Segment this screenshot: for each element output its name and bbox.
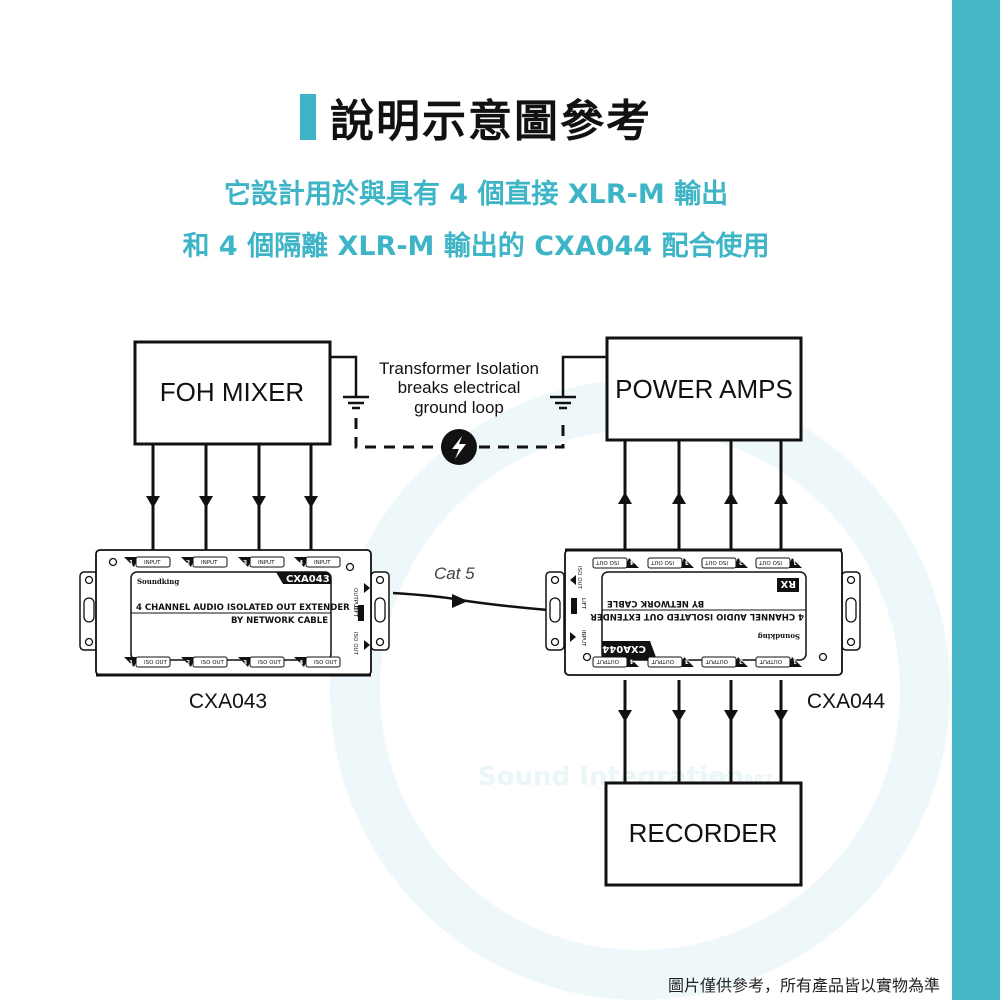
cxa043-input-port: 1 INPUT (124, 556, 171, 568)
port-label: INPUT (144, 560, 161, 566)
port-label: ISO OUT (258, 660, 282, 666)
port-label: INPUT (201, 560, 218, 566)
cxa043-iso-out-port: 2 ISO OUT (181, 656, 228, 668)
port-label: INPUT (314, 560, 331, 566)
port-label: OUTPUT (596, 658, 619, 664)
port-number: 3 (243, 560, 247, 567)
cxa044-output-port: 1 OUTPUT (755, 656, 802, 668)
cxa044-output-port: 2 OUTPUT (701, 656, 748, 668)
cxa043-side-lift: LIFT (352, 606, 358, 618)
recorder-input-lines (618, 680, 788, 783)
cxa044-side-lift: LIFT (580, 598, 586, 610)
port-number: 1 (129, 560, 133, 567)
ground-symbol-icon (550, 395, 576, 410)
foh-mixer-box: FOH MIXER (133, 340, 332, 446)
cxa043-desc-line-2: BY NETWORK CABLE (231, 616, 328, 626)
port-number: 2 (739, 559, 743, 566)
power-amps-box: POWER AMPS (605, 336, 803, 442)
cxa043-label: CXA043 (189, 690, 267, 713)
port-number: 3 (685, 658, 689, 665)
cxa043-desc-line-1: 4 CHANNEL AUDIO ISOLATED OUT EXTENDER (136, 603, 350, 613)
port-label: OUTPUT (651, 658, 674, 664)
port-label: ISO OUT (650, 559, 674, 565)
port-number: 1 (793, 559, 797, 566)
cxa043-side-output: OUTPUT (352, 588, 358, 611)
port-number: 4 (630, 559, 634, 566)
port-label: OUTPUT (759, 658, 782, 664)
cxa044-side-panel: ISO OUT LIFT INPUT (570, 566, 586, 647)
foh-output-lines (146, 444, 318, 550)
port-number: 3 (685, 559, 689, 566)
port-number: 1 (129, 660, 133, 667)
cat5-label: Cat 5 (434, 564, 475, 583)
disclaimer-note: 圖片僅供參考，所有產品皆以實物為準 (667, 976, 940, 995)
cxa043-input-port: 2 INPUT (181, 556, 228, 568)
power-amps-label: POWER AMPS (615, 374, 793, 404)
port-label: ISO OUT (201, 660, 225, 666)
cxa044-label: CXA044 (807, 690, 886, 713)
cxa043-model-badge: CXA043 (286, 574, 330, 585)
cxa043-side-panel: OUTPUT LIFT ISO OUT (352, 583, 370, 656)
port-number: 4 (299, 560, 303, 567)
cxa044-output-port: 3 OUTPUT (647, 656, 694, 668)
subtitle-line-1: 它設計用於與具有 4 個直接 XLR-M 輸出 (223, 179, 729, 210)
isolation-note-line-2: breaks electrical (398, 378, 521, 397)
ground-symbol-icon (343, 395, 369, 410)
cxa043-brand: Soundking (137, 577, 179, 586)
port-label: ISO OUT (144, 660, 168, 666)
cxa044-output-port: 4 OUTPUT (592, 656, 639, 668)
port-number: 1 (793, 658, 797, 665)
port-number: 2 (739, 658, 743, 665)
cxa044-iso-out-ports: 4 ISO OUT 3 ISO OUT 2 ISO OUT 1 ISO OUT (592, 557, 802, 569)
port-label: INPUT (258, 560, 275, 566)
port-number: 3 (243, 660, 247, 667)
ground-connections (330, 355, 607, 397)
cxa043-iso-out-port: 3 ISO OUT (238, 656, 285, 668)
cxa044-iso-out-port: 2 ISO OUT (701, 557, 748, 569)
cxa044-side-iso: ISO OUT (576, 566, 582, 590)
cxa044-desc-line-2: BY NETWORK CABLE (607, 598, 704, 608)
port-number: 2 (186, 660, 190, 667)
cxa044-desc-line-1: 4 CHANNEL AUDIO ISOLATED OUT EXTENDER (590, 611, 804, 621)
foh-mixer-label: FOH MIXER (160, 377, 304, 407)
cxa043-iso-out-ports: 1 ISO OUT 2 ISO OUT 3 ISO OUT 4 ISO OUT (124, 656, 341, 668)
port-label: ISO OUT (758, 559, 782, 565)
isolation-note-line-3: ground loop (414, 398, 504, 417)
page-title: 說明示意圖參考 (0, 86, 952, 148)
ground-loop-dashed-line (354, 418, 565, 449)
lightning-bolt-icon (441, 429, 477, 465)
cxa044-iso-out-port: 1 ISO OUT (755, 557, 802, 569)
cxa043-input-port: 3 INPUT (238, 556, 285, 568)
side-accent-band (952, 0, 1000, 1000)
port-number: 4 (299, 660, 303, 667)
cxa043-input-ports: 1 INPUT 2 INPUT 3 INPUT 4 INPUT (124, 556, 341, 568)
port-label: ISO OUT (314, 660, 338, 666)
isolation-note-line-1: Transformer Isolation (379, 359, 539, 378)
amp-input-lines (618, 440, 788, 550)
port-label: OUTPUT (705, 658, 728, 664)
port-label: ISO OUT (595, 559, 619, 565)
recorder-box: RECORDER (604, 781, 803, 887)
cat5-cable: Cat 5 (392, 564, 549, 612)
port-label: ISO OUT (704, 559, 728, 565)
cxa043-device: CXA043 Soundking 4 CHANNEL AUDIO ISOLATE… (79, 549, 390, 677)
subtitle-line-2: 和 4 個隔離 XLR-M 輸出的 CXA044 配合使用 (182, 231, 770, 262)
cxa044-iso-out-port: 4 ISO OUT (592, 557, 639, 569)
title-accent-bar (300, 94, 316, 140)
cxa044-model-badge: CXA044 (602, 643, 646, 654)
recorder-label: RECORDER (629, 818, 778, 848)
cxa044-iso-out-port: 3 ISO OUT (647, 557, 694, 569)
cxa044-device: CXA044 RX Soundking 4 CHANNEL AUDIO ISOL… (545, 548, 861, 676)
cxa044-output-ports: 4 OUTPUT 3 OUTPUT 2 OUTPUT 1 OUTPUT (592, 656, 802, 668)
cxa044-rx-badge: RX (780, 578, 796, 589)
port-number: 2 (186, 560, 190, 567)
cxa044-side-input: INPUT (580, 630, 586, 647)
title-text: 說明示意圖參考 (330, 96, 652, 147)
port-number: 4 (630, 658, 634, 665)
cxa043-input-port: 4 INPUT (294, 556, 341, 568)
cxa044-brand: Soundking (758, 632, 800, 641)
cxa043-iso-out-port: 4 ISO OUT (294, 656, 341, 668)
cxa043-side-iso: ISO OUT (352, 632, 358, 656)
cxa043-iso-out-port: 1 ISO OUT (124, 656, 171, 668)
